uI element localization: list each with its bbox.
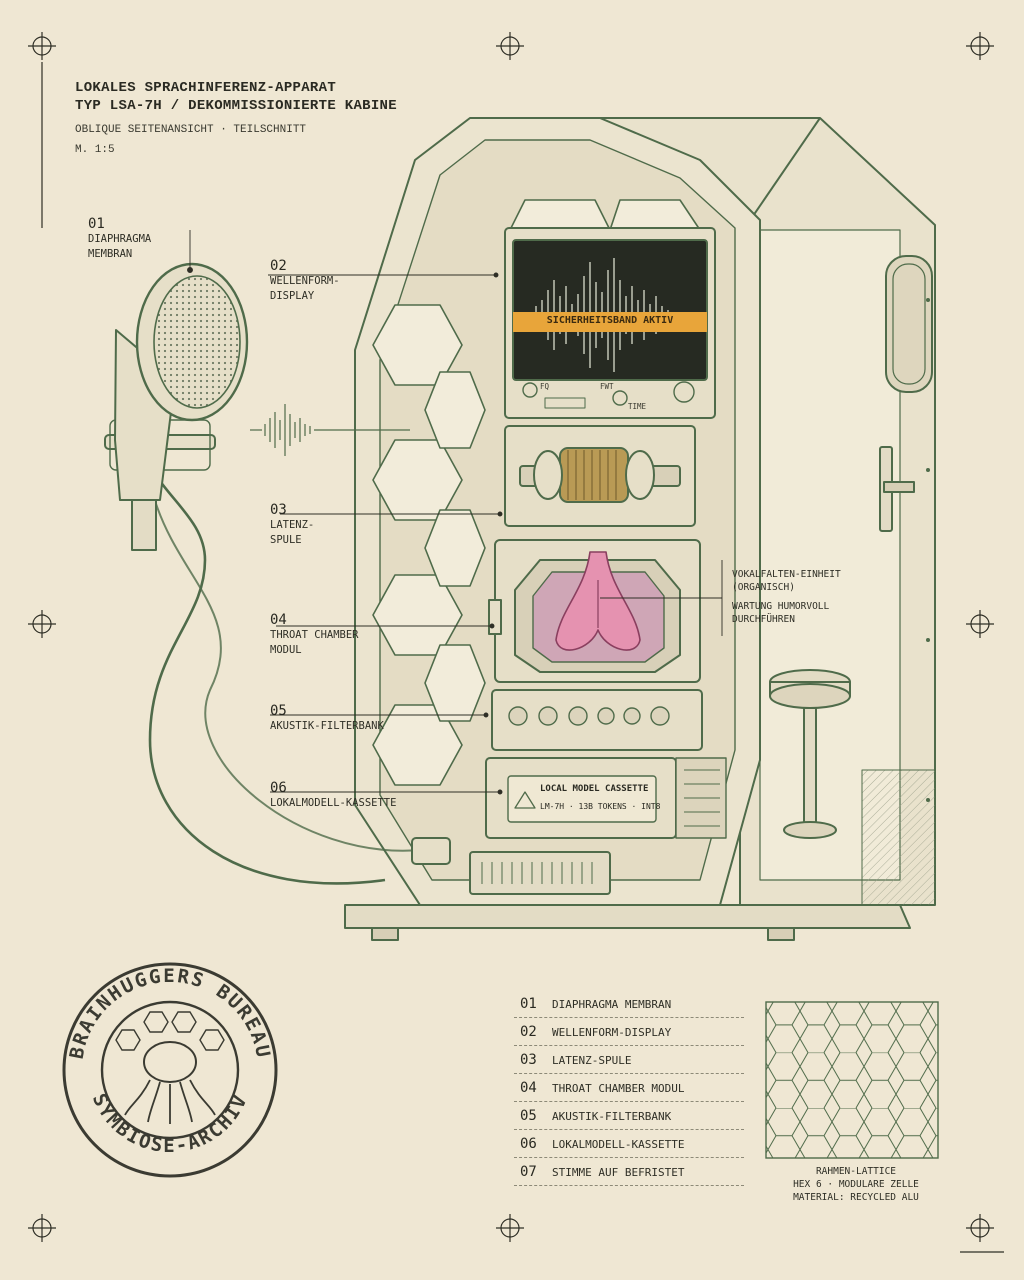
scale-label: M. 1:5 (75, 144, 115, 156)
callout-number: 02 (270, 258, 287, 274)
crosshair-mr-icon (966, 610, 994, 638)
crosshair-tc-icon (496, 32, 524, 60)
mic-cable (140, 394, 386, 885)
legend-number: 01 (520, 996, 537, 1012)
knob-label: FQ (540, 382, 550, 391)
swatch-caption-2: HEX 6 · MODULARE ZELLE (793, 1179, 919, 1190)
soundwave-icon (250, 404, 410, 456)
cassette-spec: LM-7H · 13B TOKENS · INT8 (540, 802, 661, 811)
throat-chamber-module (488, 539, 701, 683)
warning-triangle-icon (514, 791, 536, 809)
acoustic-filterbank-module (491, 689, 703, 751)
crosshair-bl-icon (28, 1214, 56, 1242)
legend-label: LOKALMODELL-KASSETTE (552, 1138, 685, 1151)
legend-row: 04 THROAT CHAMBER MODUL (514, 1074, 744, 1102)
callout-label: LOKALMODELL-KASSETTE (270, 797, 397, 809)
title-line-1: LOKALES SPRACHINFERENZ-APPARAT (75, 80, 337, 96)
swatch-caption-3: MATERIAL: RECYCLED ALU (793, 1192, 919, 1203)
crosshair-br-icon (966, 1214, 994, 1242)
callout-06: 06 LOKALMODELL-KASSETTE (270, 780, 396, 811)
callout-04: 04 THROAT CHAMBER MODUL (270, 612, 359, 658)
callout-label: DISPLAY (270, 290, 315, 302)
title-line-2: TYP LSA-7H / DEKOMMISSIONIERTE KABINE (75, 98, 397, 114)
note-line: VOKALFALTEN-EINHEIT (732, 569, 841, 580)
note-line: (ORGANISCH) (732, 582, 795, 593)
callout-label: SPULE (270, 534, 302, 546)
local-model-cassette-module (485, 757, 727, 839)
legend-number: 05 (520, 1108, 537, 1124)
legend-row: 07 STIMME AUF BEFRISTET (514, 1158, 744, 1186)
microphone (104, 262, 451, 885)
callout-number: 06 (270, 780, 287, 796)
brain-octopus-icon (143, 1041, 197, 1083)
knob-label: TIME (628, 402, 647, 411)
legend-number: 04 (520, 1080, 537, 1096)
cassette-title: LOCAL MODEL CASSETTE (540, 784, 649, 794)
legend-number: 03 (520, 1052, 537, 1068)
bureau-stamp (62, 962, 278, 1178)
knob-label: FWT (600, 382, 614, 391)
callout-label: WELLENFORM- (270, 275, 340, 287)
crosshair-tl-icon (28, 32, 56, 60)
callout-number: 01 (88, 216, 105, 232)
callout-label: DIAPHRAGMA (88, 233, 152, 245)
waveform-display-module (504, 227, 716, 419)
callout-02: 02 WELLENFORM- DISPLAY (270, 258, 340, 304)
callout-03: 03 LATENZ- SPULE (270, 502, 314, 548)
callout-number: 05 (270, 703, 287, 719)
legend-label: WELLENFORM-DISPLAY (552, 1026, 672, 1039)
legend-row: 01 DIAPHRAGMA MEMBRAN (514, 990, 744, 1018)
diaphragm-grille (153, 275, 241, 409)
legend-label: STIMME AUF BEFRISTET (552, 1166, 685, 1179)
legend-label: LATENZ-SPULE (552, 1054, 632, 1067)
callout-label: MEMBRAN (88, 248, 133, 260)
note-line: DURCHFÜHREN (732, 614, 795, 625)
view-label: OBLIQUE SEITENANSICHT · TEILSCHNITT (75, 124, 307, 136)
cable-connector (411, 837, 451, 865)
warning-band (513, 312, 707, 332)
crosshair-bc-icon (496, 1214, 524, 1242)
hex-lattice-swatch (765, 1001, 939, 1159)
legend-number: 06 (520, 1136, 537, 1152)
legend-number: 02 (520, 1024, 537, 1040)
callout-number: 04 (270, 612, 287, 628)
latency-coil-module (504, 425, 696, 527)
coil-winding (559, 447, 629, 503)
swatch-caption-1: RAHMEN-LATTICE (815, 1166, 897, 1177)
callout-label: MODUL (270, 644, 302, 656)
legend-row: 05 AKUSTIK-FILTERBANK (514, 1102, 744, 1130)
legend-row: 03 LATENZ-SPULE (514, 1046, 744, 1074)
callout-01: 01 DIAPHRAGMA MEMBRAN (88, 216, 151, 262)
callout-number: 03 (270, 502, 287, 518)
crosshair-ml-icon (28, 610, 56, 638)
legend-row: 02 WELLENFORM-DISPLAY (514, 1018, 744, 1046)
legend-label: AKUSTIK-FILTERBANK (552, 1110, 672, 1123)
callout-label: LATENZ- (270, 519, 315, 531)
legend-number: 07 (520, 1164, 537, 1180)
callout-label: AKUSTIK-FILTERBANK (270, 720, 384, 732)
crosshair-tr-icon (966, 32, 994, 60)
note-line: WARTUNG HUMORVOLL (732, 601, 830, 612)
callout-05: 05 AKUSTIK-FILTERBANK (270, 703, 384, 734)
vocal-fold-note: VOKALFALTEN-EINHEIT (ORGANISCH) WARTUNG … (732, 568, 841, 626)
legend-label: THROAT CHAMBER MODUL (552, 1082, 685, 1095)
legend-row: 06 LOKALMODELL-KASSETTE (514, 1130, 744, 1158)
legend-label: DIAPHRAGMA MEMBRAN (552, 998, 672, 1011)
cassette-label-plate (507, 775, 657, 823)
callout-label: THROAT CHAMBER (270, 629, 359, 641)
warning-band-text: SICHERHEITSBAND AKTIV (546, 315, 674, 326)
